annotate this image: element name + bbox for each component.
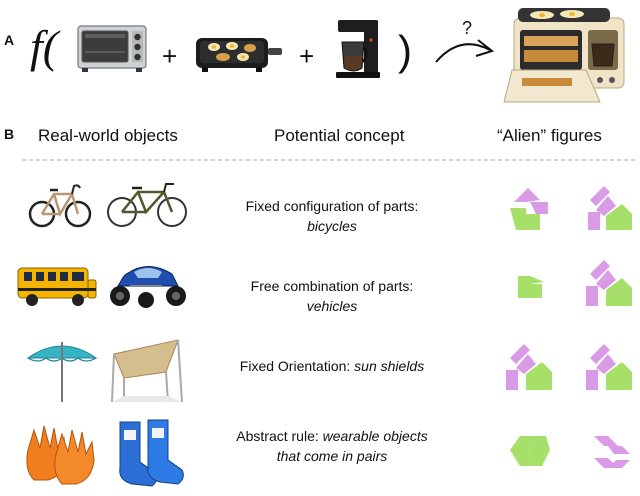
concept-plain-pairs: Abstract rule: bbox=[236, 428, 323, 444]
beach-umbrella-icon bbox=[26, 342, 98, 402]
sun-sail-icon bbox=[111, 339, 183, 403]
coffee-maker-icon bbox=[336, 20, 380, 78]
panel-a-label: A bbox=[4, 32, 15, 48]
electric-griddle-icon bbox=[196, 38, 282, 72]
alien-figure-bicycles-2 bbox=[588, 186, 632, 230]
concept-text-pairs: Abstract rule: wearable objects that com… bbox=[232, 426, 432, 466]
city-bike-icon bbox=[107, 183, 187, 227]
concept-text-bicycles: Fixed configuration of parts: bicycles bbox=[232, 196, 432, 236]
concept-text-vehicles: Free combination of parts: vehicles bbox=[232, 276, 432, 316]
alien-figure-vehicles-1 bbox=[518, 276, 544, 298]
function-symbol: f( bbox=[30, 21, 59, 72]
alien-figure-sun-shields-1 bbox=[506, 344, 552, 390]
panel-b-label: B bbox=[4, 126, 15, 142]
alien-figure-sun-shields-2 bbox=[586, 344, 632, 390]
plus-sign-2: + bbox=[299, 41, 315, 71]
concept-italic-bicycles: bicycles bbox=[307, 218, 357, 234]
question-mark-label: ? bbox=[462, 18, 473, 38]
breakfast-station-icon bbox=[503, 8, 625, 103]
concept-text-sun-shields: Fixed Orientation: sun shields bbox=[232, 356, 432, 376]
alien-figure-bicycles-1 bbox=[510, 188, 548, 230]
header-divider bbox=[22, 159, 638, 161]
toaster-oven-icon bbox=[77, 25, 147, 72]
school-bus-icon bbox=[17, 267, 97, 306]
alien-figure-vehicles-2 bbox=[586, 260, 632, 306]
curved-arrow-icon bbox=[435, 39, 495, 63]
gloves-icon bbox=[26, 425, 95, 485]
alien-figure-pairs-2 bbox=[594, 436, 630, 468]
column-header-objects: Real-world objects bbox=[38, 126, 178, 145]
concept-italic-sun-shields: sun shields bbox=[354, 358, 425, 374]
column-header-alien: “Alien” figures bbox=[497, 126, 602, 145]
concept-plain-vehicles: Free combination of parts: bbox=[250, 278, 414, 294]
gravel-bike-icon bbox=[28, 184, 92, 228]
atv-vehicle-icon bbox=[110, 266, 186, 308]
close-paren: ) bbox=[398, 27, 412, 74]
concept-italic-pairs: wearable objects that come in pairs bbox=[276, 428, 428, 464]
concept-italic-vehicles: vehicles bbox=[306, 298, 358, 314]
plus-sign-1: + bbox=[162, 41, 178, 71]
alien-figure-pairs-1 bbox=[510, 436, 550, 466]
concept-plain-bicycles: Fixed configuration of parts: bbox=[245, 198, 419, 214]
concept-plain-sun-shields: Fixed Orientation: bbox=[239, 358, 355, 374]
socks-icon bbox=[119, 419, 184, 487]
column-header-concept: Potential concept bbox=[274, 126, 405, 145]
